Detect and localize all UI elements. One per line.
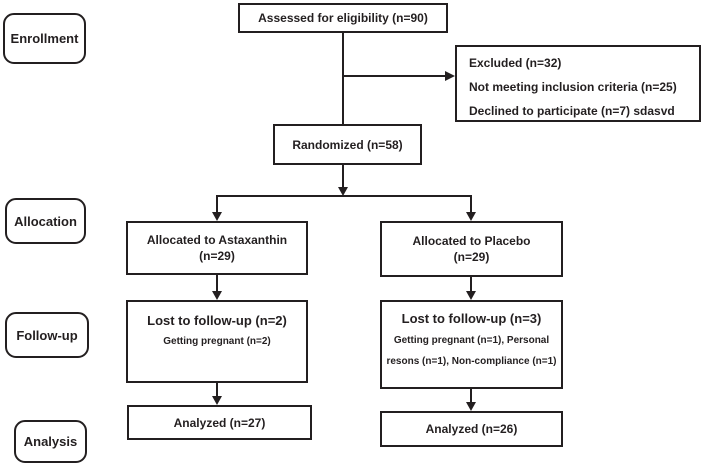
arrowhead-followup-right-icon (466, 291, 476, 300)
stage-label-followup-text: Follow-up (16, 327, 78, 343)
lost-followup-right-detail1: Getting pregnant (n=1), Personal (393, 335, 550, 346)
arrowhead-analyzed-right-icon (466, 402, 476, 411)
allocated-astaxanthin-line1: Allocated to Astaxanthin (146, 233, 288, 247)
randomized-label: Randomized (n=58) (292, 137, 403, 152)
analyzed-left-box: Analyzed (n=27) (127, 405, 312, 440)
connector-followup-to-analyzed-right (470, 388, 472, 403)
randomized-box: Randomized (n=58) (273, 124, 422, 165)
analyzed-right-box: Analyzed (n=26) (380, 411, 563, 447)
connector-alloc-to-followup-right (470, 277, 472, 292)
analyzed-right-label: Analyzed (n=26) (425, 422, 518, 436)
arrowhead-analyzed-left-icon (212, 396, 222, 405)
stage-label-enrollment: Enrollment (3, 13, 86, 64)
allocated-placebo-line1: Allocated to Placebo (412, 234, 531, 248)
lost-followup-left-detail: Getting pregnant (n=2) (163, 336, 271, 347)
lost-followup-left-box: Lost to follow-up (n=2) Getting pregnant… (126, 300, 308, 383)
analyzed-left-label: Analyzed (n=27) (173, 415, 266, 430)
lost-followup-left-title: Lost to follow-up (n=2) (147, 313, 287, 328)
allocated-placebo-line2: (n=29) (453, 250, 490, 264)
connector-split-to-astaxanthin (216, 195, 218, 213)
stage-label-analysis: Analysis (14, 420, 87, 463)
excluded-box: Excluded (n=32) Not meeting inclusion cr… (455, 45, 701, 122)
excluded-line2: Not meeting inclusion criteria (n=25) (469, 80, 677, 94)
stage-label-allocation: Allocation (5, 198, 86, 244)
connector-alloc-to-followup-left (216, 275, 218, 292)
connector-randomized-to-split (342, 165, 344, 188)
assessed-label: Assessed for eligibility (n=90) (258, 11, 428, 25)
arrowhead-placebo-icon (466, 212, 476, 221)
lost-followup-right-detail2: resons (n=1), Non-compliance (n=1) (386, 356, 557, 367)
lost-followup-right-title: Lost to follow-up (n=3) (401, 311, 542, 326)
stage-label-enrollment-text: Enrollment (10, 31, 79, 46)
excluded-line1: Excluded (n=32) (469, 56, 562, 70)
connector-followup-to-analyzed-left (216, 383, 218, 397)
lost-followup-right-box: Lost to follow-up (n=3) Getting pregnant… (380, 300, 563, 389)
allocated-astaxanthin-box: Allocated to Astaxanthin (n=29) (126, 221, 308, 275)
connector-split-to-placebo (470, 195, 472, 213)
stage-label-analysis-text: Analysis (23, 434, 78, 449)
excluded-line3: Declined to participate (n=7) sdasvd (469, 104, 675, 118)
allocated-astaxanthin-line2: (n=29) (199, 249, 235, 263)
split-line (216, 195, 472, 197)
stage-label-followup: Follow-up (5, 312, 89, 358)
arrowhead-excluded-icon (445, 71, 455, 81)
connector-assessed-to-randomized (342, 33, 344, 124)
arrowhead-split-icon (338, 187, 348, 196)
stage-label-allocation-text: Allocation (14, 213, 77, 229)
arrowhead-astaxanthin-icon (212, 212, 222, 221)
allocated-placebo-box: Allocated to Placebo (n=29) (380, 221, 563, 277)
assessed-box: Assessed for eligibility (n=90) (238, 3, 448, 33)
arrowhead-followup-left-icon (212, 291, 222, 300)
connector-to-excluded (343, 75, 445, 77)
